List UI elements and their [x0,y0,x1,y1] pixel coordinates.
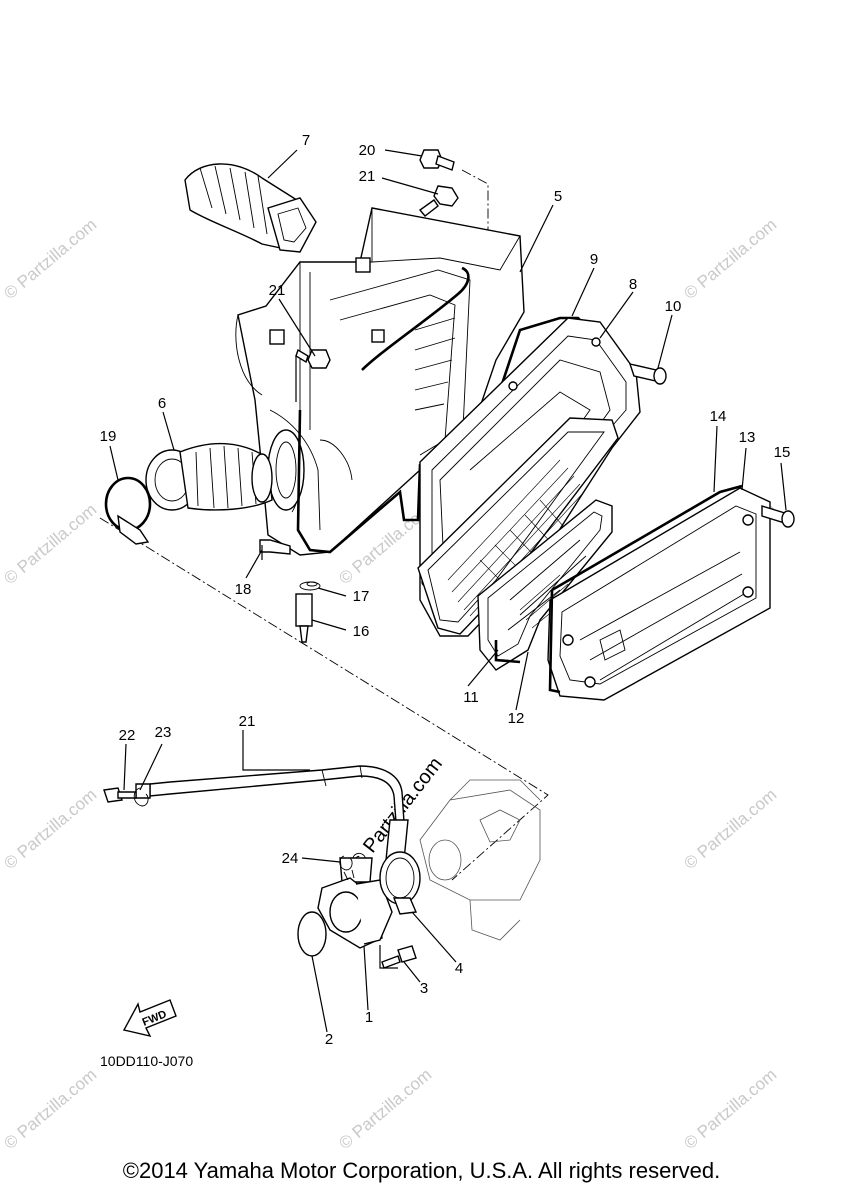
watermark: © Partzilla.com [0,1065,100,1153]
part-7-intake-duct [184,163,317,253]
callout-21: 21 [359,168,376,185]
part-18-bolt [259,539,291,555]
part-8-seal-outline [296,316,592,554]
part-19-band-clamp [104,476,152,545]
watermark: © Partzilla.com [0,215,100,303]
part-22-hose [135,765,409,883]
leader-lines [109,149,787,1033]
part-1-carburetor-joint [317,869,393,949]
part-12-filter-frame [477,499,613,671]
watermark: © Partzilla.com [680,1065,780,1153]
watermark: © Partzilla.com [0,785,100,873]
forward-arrow-icon: FWD [122,999,177,1038]
part-16-drain-hose [295,593,313,643]
callout-3: 3 [420,980,428,997]
callout-19: 19 [100,428,117,445]
callout-12: 12 [508,710,525,727]
part-14-cap-seal [548,484,743,694]
callout-14: 14 [710,408,727,425]
part-24-clip [133,787,149,807]
callout-9: 9 [590,251,598,268]
callout-22: 21 [239,713,256,730]
callout-5: 5 [554,188,562,205]
part-23-screw [103,787,137,803]
watermark: © Partzilla.com [335,1065,435,1153]
callout-2: 2 [325,1031,333,1048]
part-24-clip-lower [339,855,353,871]
watermark: © Partzilla.com [680,785,780,873]
part-11-filter-element [417,417,619,635]
part-10-screw [628,363,667,385]
callout-4: 4 [455,960,463,977]
callout-1: 1 [365,1009,373,1026]
callout-20: 20 [359,142,376,159]
assembly-outline [99,169,549,881]
callout-6: 6 [158,395,166,412]
diagram-code: 10DD110-J070 [100,1053,193,1069]
copyright-notice: ©2014 Yamaha Motor Corporation, U.S.A. A… [122,1158,721,1183]
callout-15: 15 [774,444,791,461]
callout-24-lower: 24 [282,850,299,867]
part-4-band-clamp [379,851,421,915]
part-21-bolt [418,185,459,217]
watermark: © Partzilla.com [680,215,780,303]
callout-7: 7 [302,132,310,149]
callout-16: 16 [353,623,370,640]
callout-10: 10 [665,298,682,315]
callouts: 7 20 21 5 9 8 10 21 6 19 14 13 15 18 17 … [100,132,791,1048]
callout-21-lower: 21 [269,282,286,299]
callout-24: 23 [155,724,172,741]
callout-17: 17 [353,588,370,605]
callout-8: 8 [629,276,637,293]
part-8-seal-outline [361,266,470,371]
callout-13: 13 [739,429,756,446]
part-6-joint [145,443,273,511]
part-15-screw [761,505,795,528]
part-17-clip [299,581,321,591]
watermark: © Partzilla.com [0,500,100,588]
part-3-screw [381,945,417,969]
part-2-o-ring [297,911,327,957]
callout-18: 18 [235,581,252,598]
carburetor-reference [419,779,541,941]
part-20-bolt [419,149,455,171]
callout-11: 11 [463,689,479,706]
callout-23: 22 [119,727,136,744]
